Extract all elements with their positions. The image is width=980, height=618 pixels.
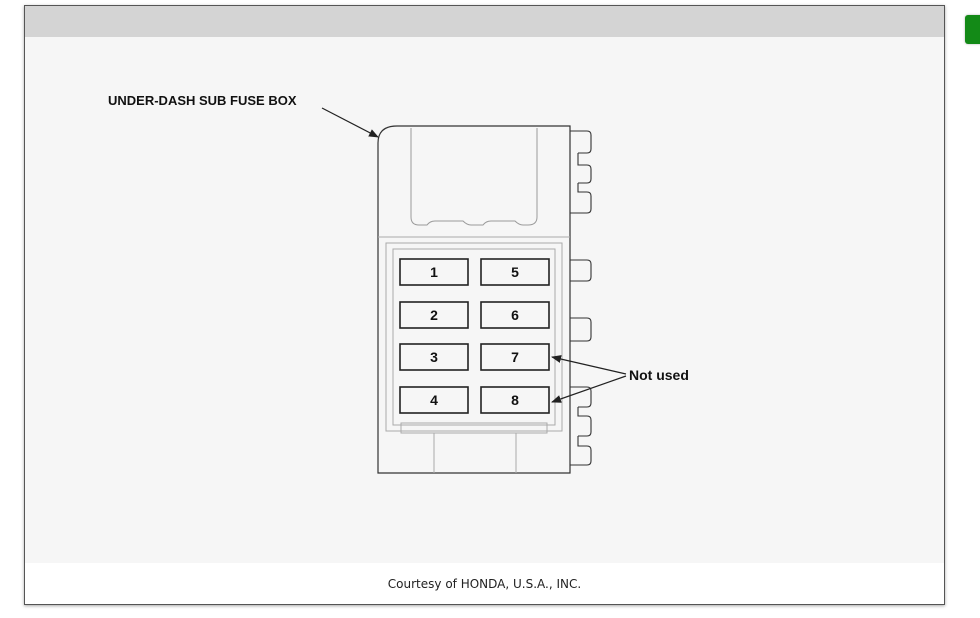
not-used-arrow-8	[551, 375, 627, 403]
fuse-number-7: 7	[511, 349, 519, 365]
not-used-arrow-7	[551, 355, 627, 375]
figure-frame: 1 2 3 4 5 6 7 8 UNDER-DASH SUB FUSE BOX Not use…	[24, 5, 945, 605]
fuse-slot-5	[480, 258, 550, 286]
fuse-box-housing	[377, 125, 571, 474]
fuse-number-2: 2	[430, 307, 438, 323]
fuse-slots: 1 2 3 4 5 6 7 8	[399, 258, 550, 414]
fuse-number-5: 5	[511, 264, 519, 280]
figure-caption: Courtesy of HONDA, U.S.A., INC.	[25, 563, 944, 604]
fuse-slot-7	[480, 343, 550, 371]
fuse-slot-2	[399, 301, 469, 329]
fuse-slot-4	[399, 386, 469, 414]
fuse-number-4: 4	[430, 392, 438, 408]
header-bar	[25, 6, 944, 37]
not-used-label: Not used	[629, 367, 689, 383]
fuse-slot-3	[399, 343, 469, 371]
mounting-tabs	[570, 130, 592, 466]
fuse-slot-6	[480, 301, 550, 329]
fuse-slot-8	[480, 386, 550, 414]
side-tab[interactable]	[965, 15, 980, 44]
diagram-svg: 1 2 3 4 5 6 7 8 UNDER-DASH SUB FUSE BOX Not use…	[108, 93, 689, 474]
fuse-box-diagram: 1 2 3 4 5 6 7 8 UNDER-DASH SUB FUSE BOX Not use…	[25, 37, 944, 563]
fuse-number-3: 3	[430, 349, 438, 365]
fuse-box-label: UNDER-DASH SUB FUSE BOX	[108, 93, 297, 108]
fuse-number-6: 6	[511, 307, 519, 323]
fuse-number-8: 8	[511, 392, 519, 408]
fuse-slot-1	[399, 258, 469, 286]
fuse-box-pointer-arrow	[321, 107, 379, 138]
fuse-number-1: 1	[430, 264, 438, 280]
